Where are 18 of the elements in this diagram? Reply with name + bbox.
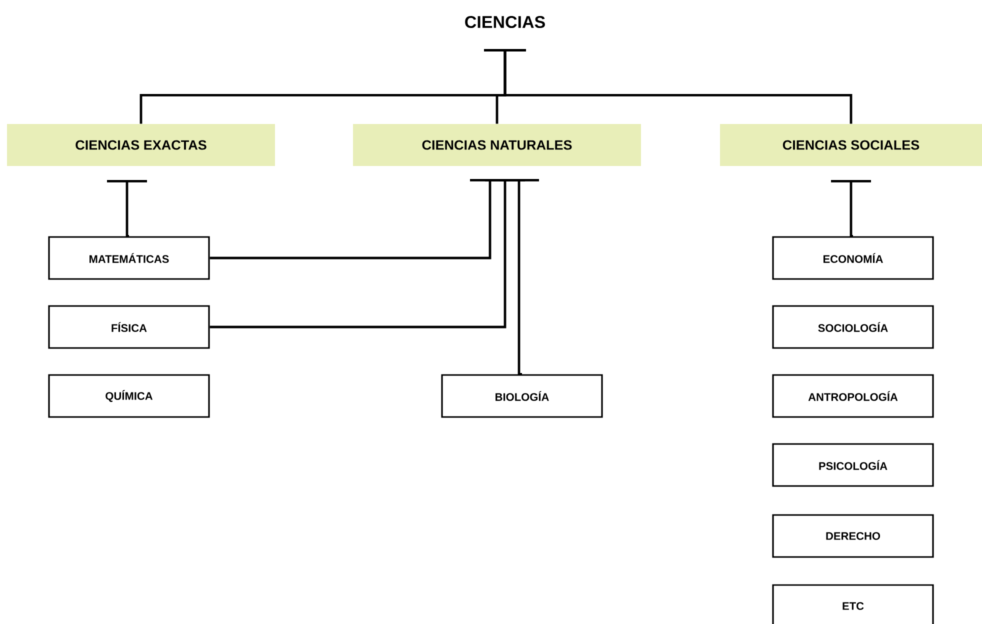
discipline-box: SOCIOLOGÍA	[772, 305, 934, 349]
category-box: CIENCIAS EXACTAS	[7, 124, 275, 166]
discipline-box: FÍSICA	[48, 305, 210, 349]
discipline-box: BIOLOGÍA	[441, 374, 603, 418]
discipline-box: QUÍMICA	[48, 374, 210, 418]
connector	[106, 180, 148, 238]
connector	[482, 49, 852, 125]
connector	[830, 180, 872, 238]
discipline-box: MATEMÁTICAS	[48, 236, 210, 280]
discipline-box: DERECHO	[772, 514, 934, 558]
category-box: CIENCIAS NATURALES	[353, 124, 641, 166]
discipline-box: ANTROPOLOGÍA	[772, 374, 934, 418]
discipline-box: ECONOMÍA	[772, 236, 934, 280]
connector	[498, 179, 540, 376]
discipline-box: PSICOLOGÍA	[772, 443, 934, 487]
discipline-box: ETC	[772, 584, 934, 624]
category-box: CIENCIAS SOCIALES	[720, 124, 982, 166]
heading: CIENCIAS	[465, 16, 545, 28]
